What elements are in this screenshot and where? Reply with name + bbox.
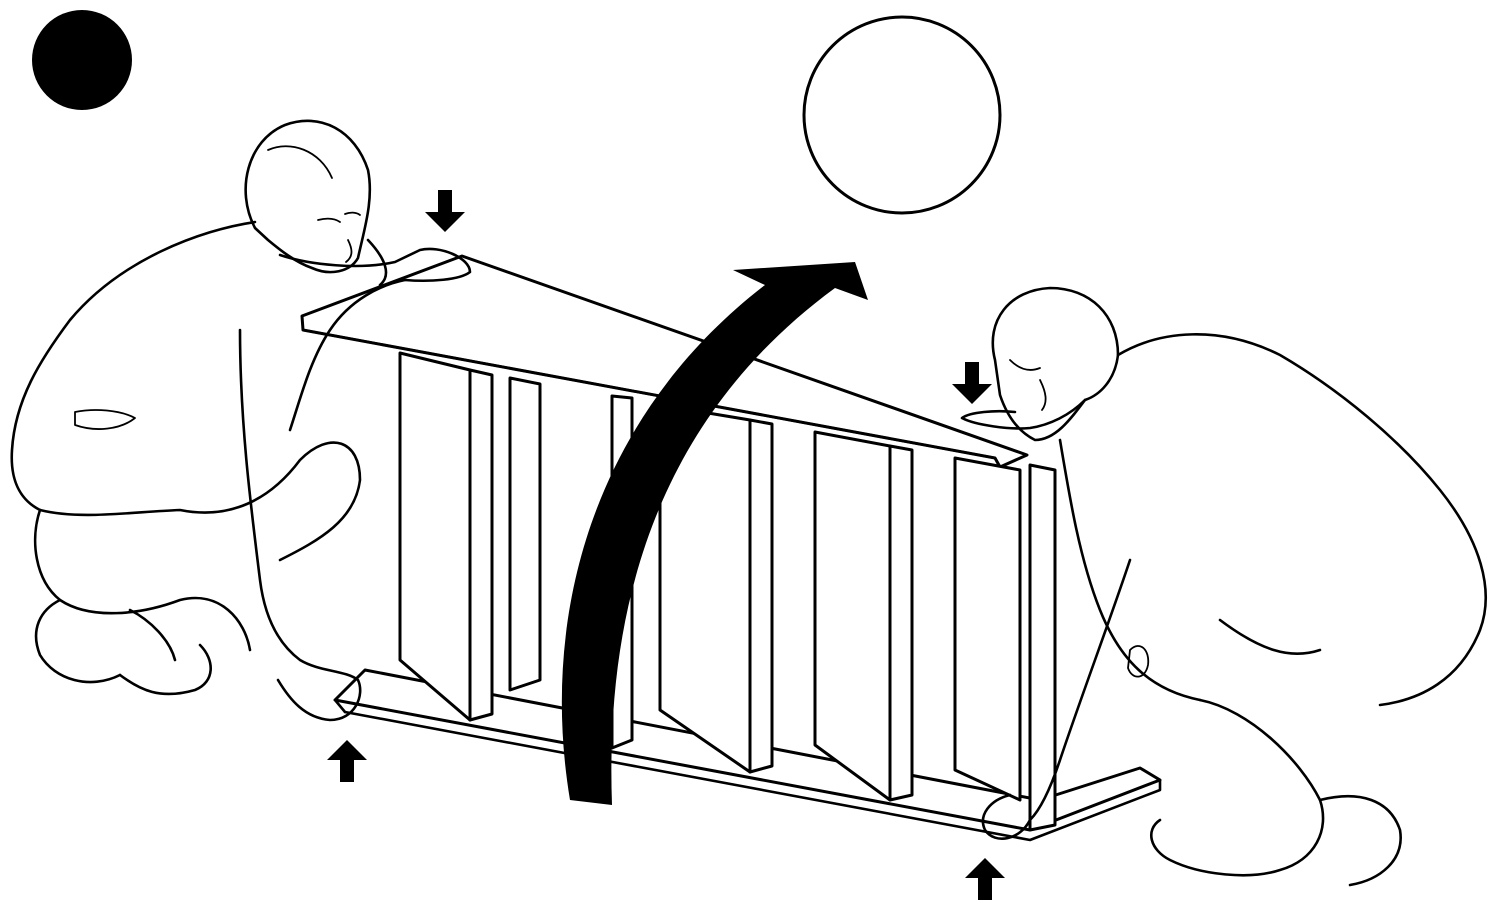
warning-exclamation-icon — [804, 17, 1000, 213]
arrow-up-icon — [327, 740, 367, 782]
arrow-down-icon — [425, 190, 465, 232]
step-badge — [32, 10, 132, 110]
arrow-down-icon — [952, 362, 992, 404]
arrow-up-icon — [965, 858, 1005, 900]
step-badge-circle — [32, 10, 132, 110]
